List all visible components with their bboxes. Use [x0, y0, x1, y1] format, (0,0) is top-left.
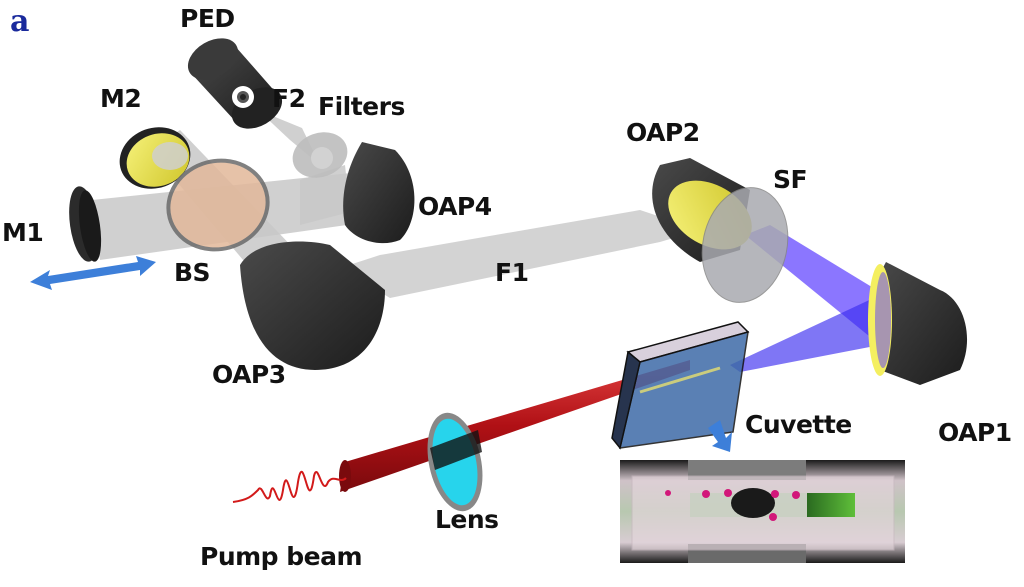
label-f1: F1: [495, 258, 529, 287]
beam-oap3-f1: [340, 210, 700, 298]
beam-bs-oap4: [300, 165, 350, 225]
label-m1: M1: [2, 218, 44, 247]
pump-cone: [340, 360, 690, 492]
mirror-m1: [69, 186, 102, 262]
cuvette-schematic: [611, 321, 750, 450]
oap4-mirror: [343, 142, 415, 244]
label-lens: Lens: [435, 505, 499, 534]
beam-oap1-cuvette: [730, 295, 880, 372]
label-bs: BS: [174, 258, 211, 287]
silicon-filter-sf: [701, 187, 789, 303]
oap1-mirror: [868, 262, 968, 385]
label-oap4: OAP4: [418, 192, 492, 221]
label-oap3: OAP3: [212, 360, 286, 389]
ped-detector: [187, 38, 283, 129]
mirror-m2: [119, 127, 191, 189]
lens: [427, 412, 483, 512]
oap3-mirror: [240, 241, 385, 370]
label-filters: Filters: [318, 92, 405, 121]
panel-label: a: [10, 4, 30, 39]
label-cuvette: Cuvette: [745, 410, 852, 439]
filters-disk: [292, 132, 348, 178]
label-pump-beam: Pump beam: [200, 542, 363, 571]
label-oap2: OAP2: [626, 118, 700, 147]
beam-splitter-bs: [166, 158, 270, 252]
pump-beam: [232, 360, 690, 503]
label-oap1: OAP1: [938, 418, 1012, 447]
label-sf: SF: [773, 165, 808, 194]
translation-arrow-icon: [30, 256, 156, 290]
label-ped: PED: [180, 4, 235, 33]
pump-beam-end: [339, 460, 351, 492]
pump-pulse-wave-icon: [232, 470, 347, 503]
cuvette-photo-arrow-icon: [708, 420, 732, 452]
label-m2: M2: [100, 84, 142, 113]
label-f2: F2: [272, 84, 306, 113]
cuvette-photo-inset: [620, 460, 905, 563]
